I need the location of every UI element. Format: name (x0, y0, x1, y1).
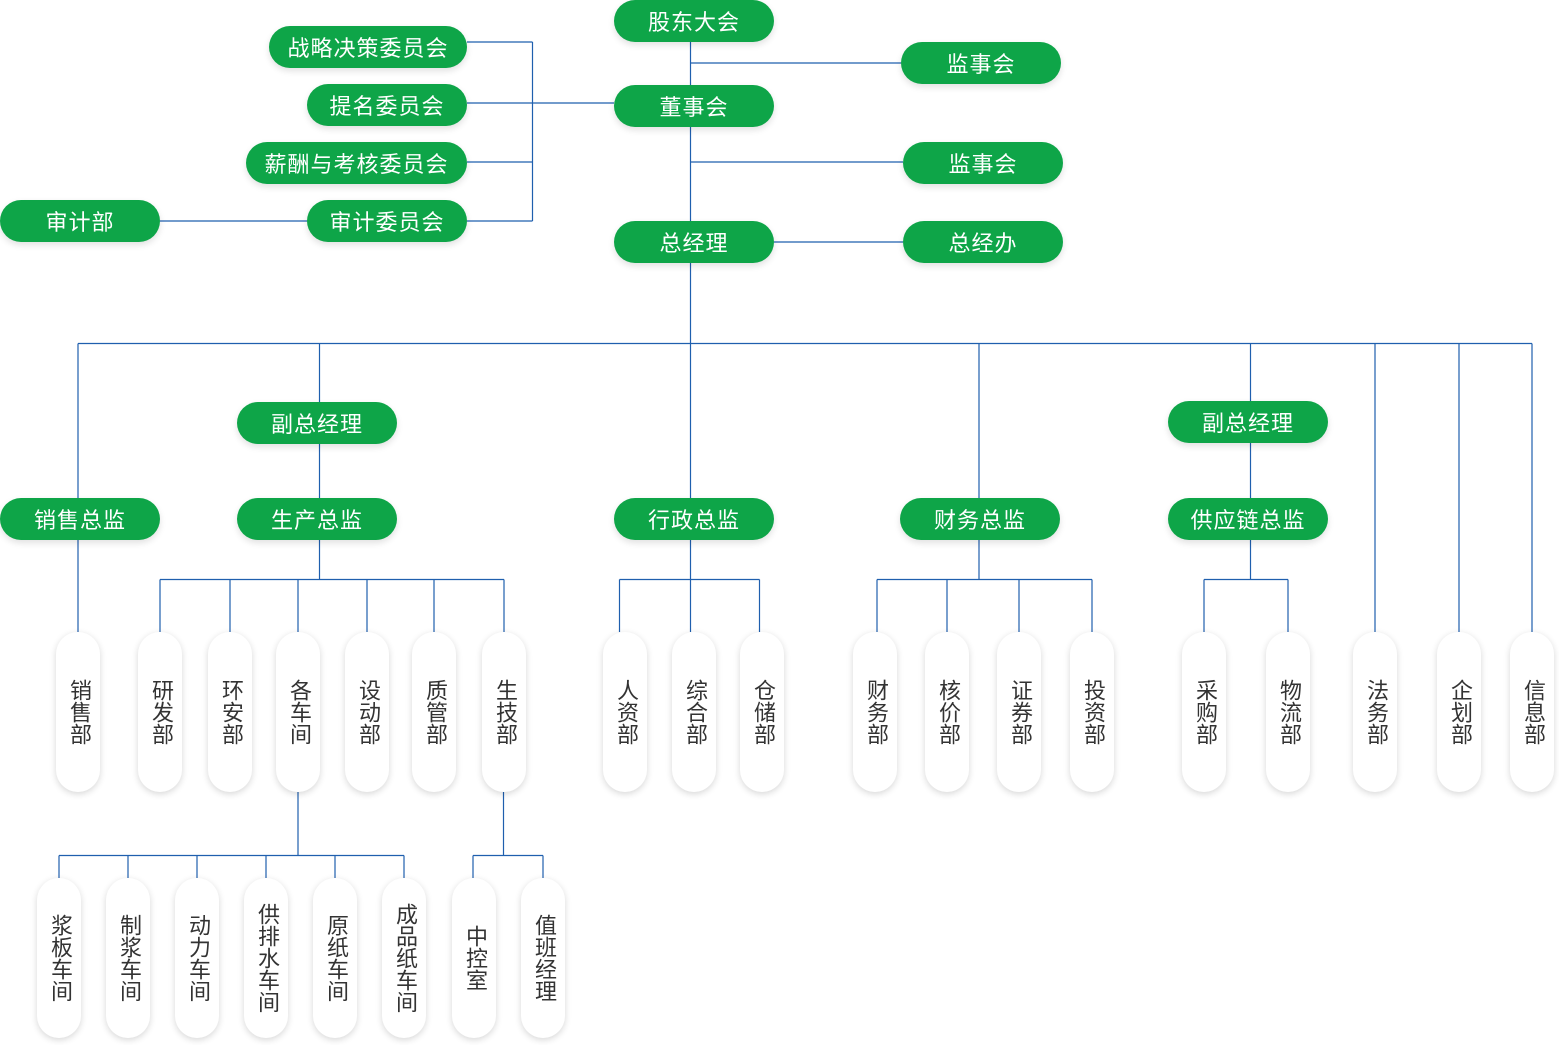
node-environment-dept: 环安部 (208, 632, 252, 792)
node-quality-dept: 质管部 (412, 632, 456, 792)
node-admin-director: 行政总监 (614, 498, 774, 540)
node-audit-department: 审计部 (0, 200, 160, 242)
node-equipment-dept: 设动部 (345, 632, 389, 792)
node-workshops: 各车间 (276, 632, 320, 792)
node-pulp-board-workshop: 浆板车间 (37, 878, 81, 1038)
node-nomination-committee: 提名委员会 (307, 84, 467, 126)
node-supervisory-board-secondary: 监事会 (903, 142, 1063, 184)
node-duty-manager: 值班经理 (521, 878, 565, 1038)
node-compensation-committee: 薪酬与考核委员会 (246, 142, 467, 184)
node-shareholders-meeting: 股东大会 (614, 0, 774, 42)
node-planning-dept: 企划部 (1437, 632, 1481, 792)
node-board-of-directors: 董事会 (614, 85, 774, 127)
node-sales-director: 销售总监 (0, 498, 160, 540)
node-securities-dept: 证券部 (997, 632, 1041, 792)
node-rnd-dept: 研发部 (138, 632, 182, 792)
node-audit-committee: 审计委员会 (307, 200, 467, 242)
node-deputy-gm-left: 副总经理 (237, 402, 397, 444)
node-central-control-room: 中控室 (452, 878, 496, 1038)
node-investment-dept: 投资部 (1070, 632, 1114, 792)
node-information-dept: 信息部 (1510, 632, 1554, 792)
node-legal-dept: 法务部 (1353, 632, 1397, 792)
node-general-affairs-dept: 综合部 (672, 632, 716, 792)
node-logistics-dept: 物流部 (1266, 632, 1310, 792)
node-purchasing-dept: 采购部 (1182, 632, 1226, 792)
node-supervisory-board: 监事会 (901, 42, 1061, 84)
node-general-manager: 总经理 (614, 221, 774, 263)
node-base-paper-workshop: 原纸车间 (313, 878, 357, 1038)
node-finance-dept: 财务部 (853, 632, 897, 792)
node-warehouse-dept: 仓储部 (740, 632, 784, 792)
node-production-tech-dept: 生技部 (482, 632, 526, 792)
node-pulping-workshop: 制浆车间 (106, 878, 150, 1038)
node-hr-dept: 人资部 (603, 632, 647, 792)
node-finished-paper-workshop: 成品纸车间 (382, 878, 426, 1038)
node-sales-dept: 销售部 (56, 632, 100, 792)
node-production-director: 生产总监 (237, 498, 397, 540)
node-supply-chain-director: 供应链总监 (1168, 498, 1328, 540)
node-pricing-dept: 核价部 (925, 632, 969, 792)
node-gm-office: 总经办 (903, 221, 1063, 263)
node-deputy-gm-right: 副总经理 (1168, 401, 1328, 443)
node-strategy-committee: 战略决策委员会 (269, 26, 467, 68)
node-finance-director: 财务总监 (900, 498, 1060, 540)
node-water-supply-workshop: 供排水车间 (244, 878, 288, 1038)
node-power-workshop: 动力车间 (175, 878, 219, 1038)
